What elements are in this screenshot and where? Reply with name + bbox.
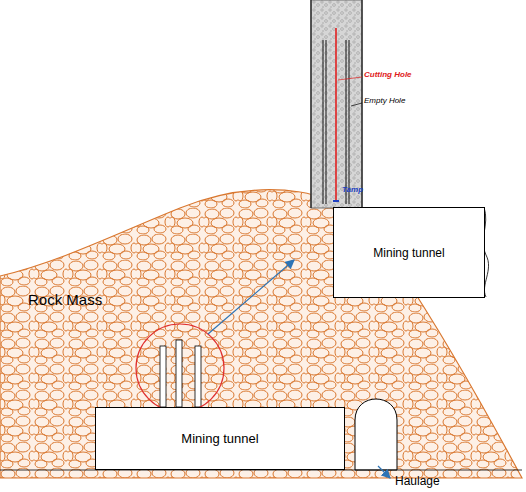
leader-line [338,77,362,80]
haulage-arch [355,399,397,470]
cutting-hole-line [335,28,337,200]
zoom-arrow [208,260,294,334]
haulage-label: Haulage [395,475,440,488]
haulage-leader [378,466,390,478]
empty-hole-line [346,40,347,204]
column-edge [310,0,312,208]
hole-label: Cutting Hole [364,71,412,80]
hole-label: Empty Hole [364,97,405,106]
empty-hole-line [323,40,324,204]
cutting-hole [176,340,182,407]
rock-mass [0,190,522,478]
tunnel-box: Mining tunnel [333,207,485,298]
tunnel-label: Mining tunnel [181,431,258,446]
empty-hole [160,346,166,407]
tamp-label: Tamp [342,186,363,195]
tunnel-box: Mining tunnel [95,407,345,470]
borehole-column [311,0,362,208]
empty-hole [195,346,201,407]
column-edge [361,0,363,208]
empty-hole-line [349,40,350,204]
tamp-mark [333,200,339,202]
focus-circle [136,324,224,412]
tunnel-label: Mining tunnel [373,246,444,260]
empty-hole-line [326,40,327,204]
leader-line [351,103,362,106]
region-label: Rock Mass [28,292,102,309]
